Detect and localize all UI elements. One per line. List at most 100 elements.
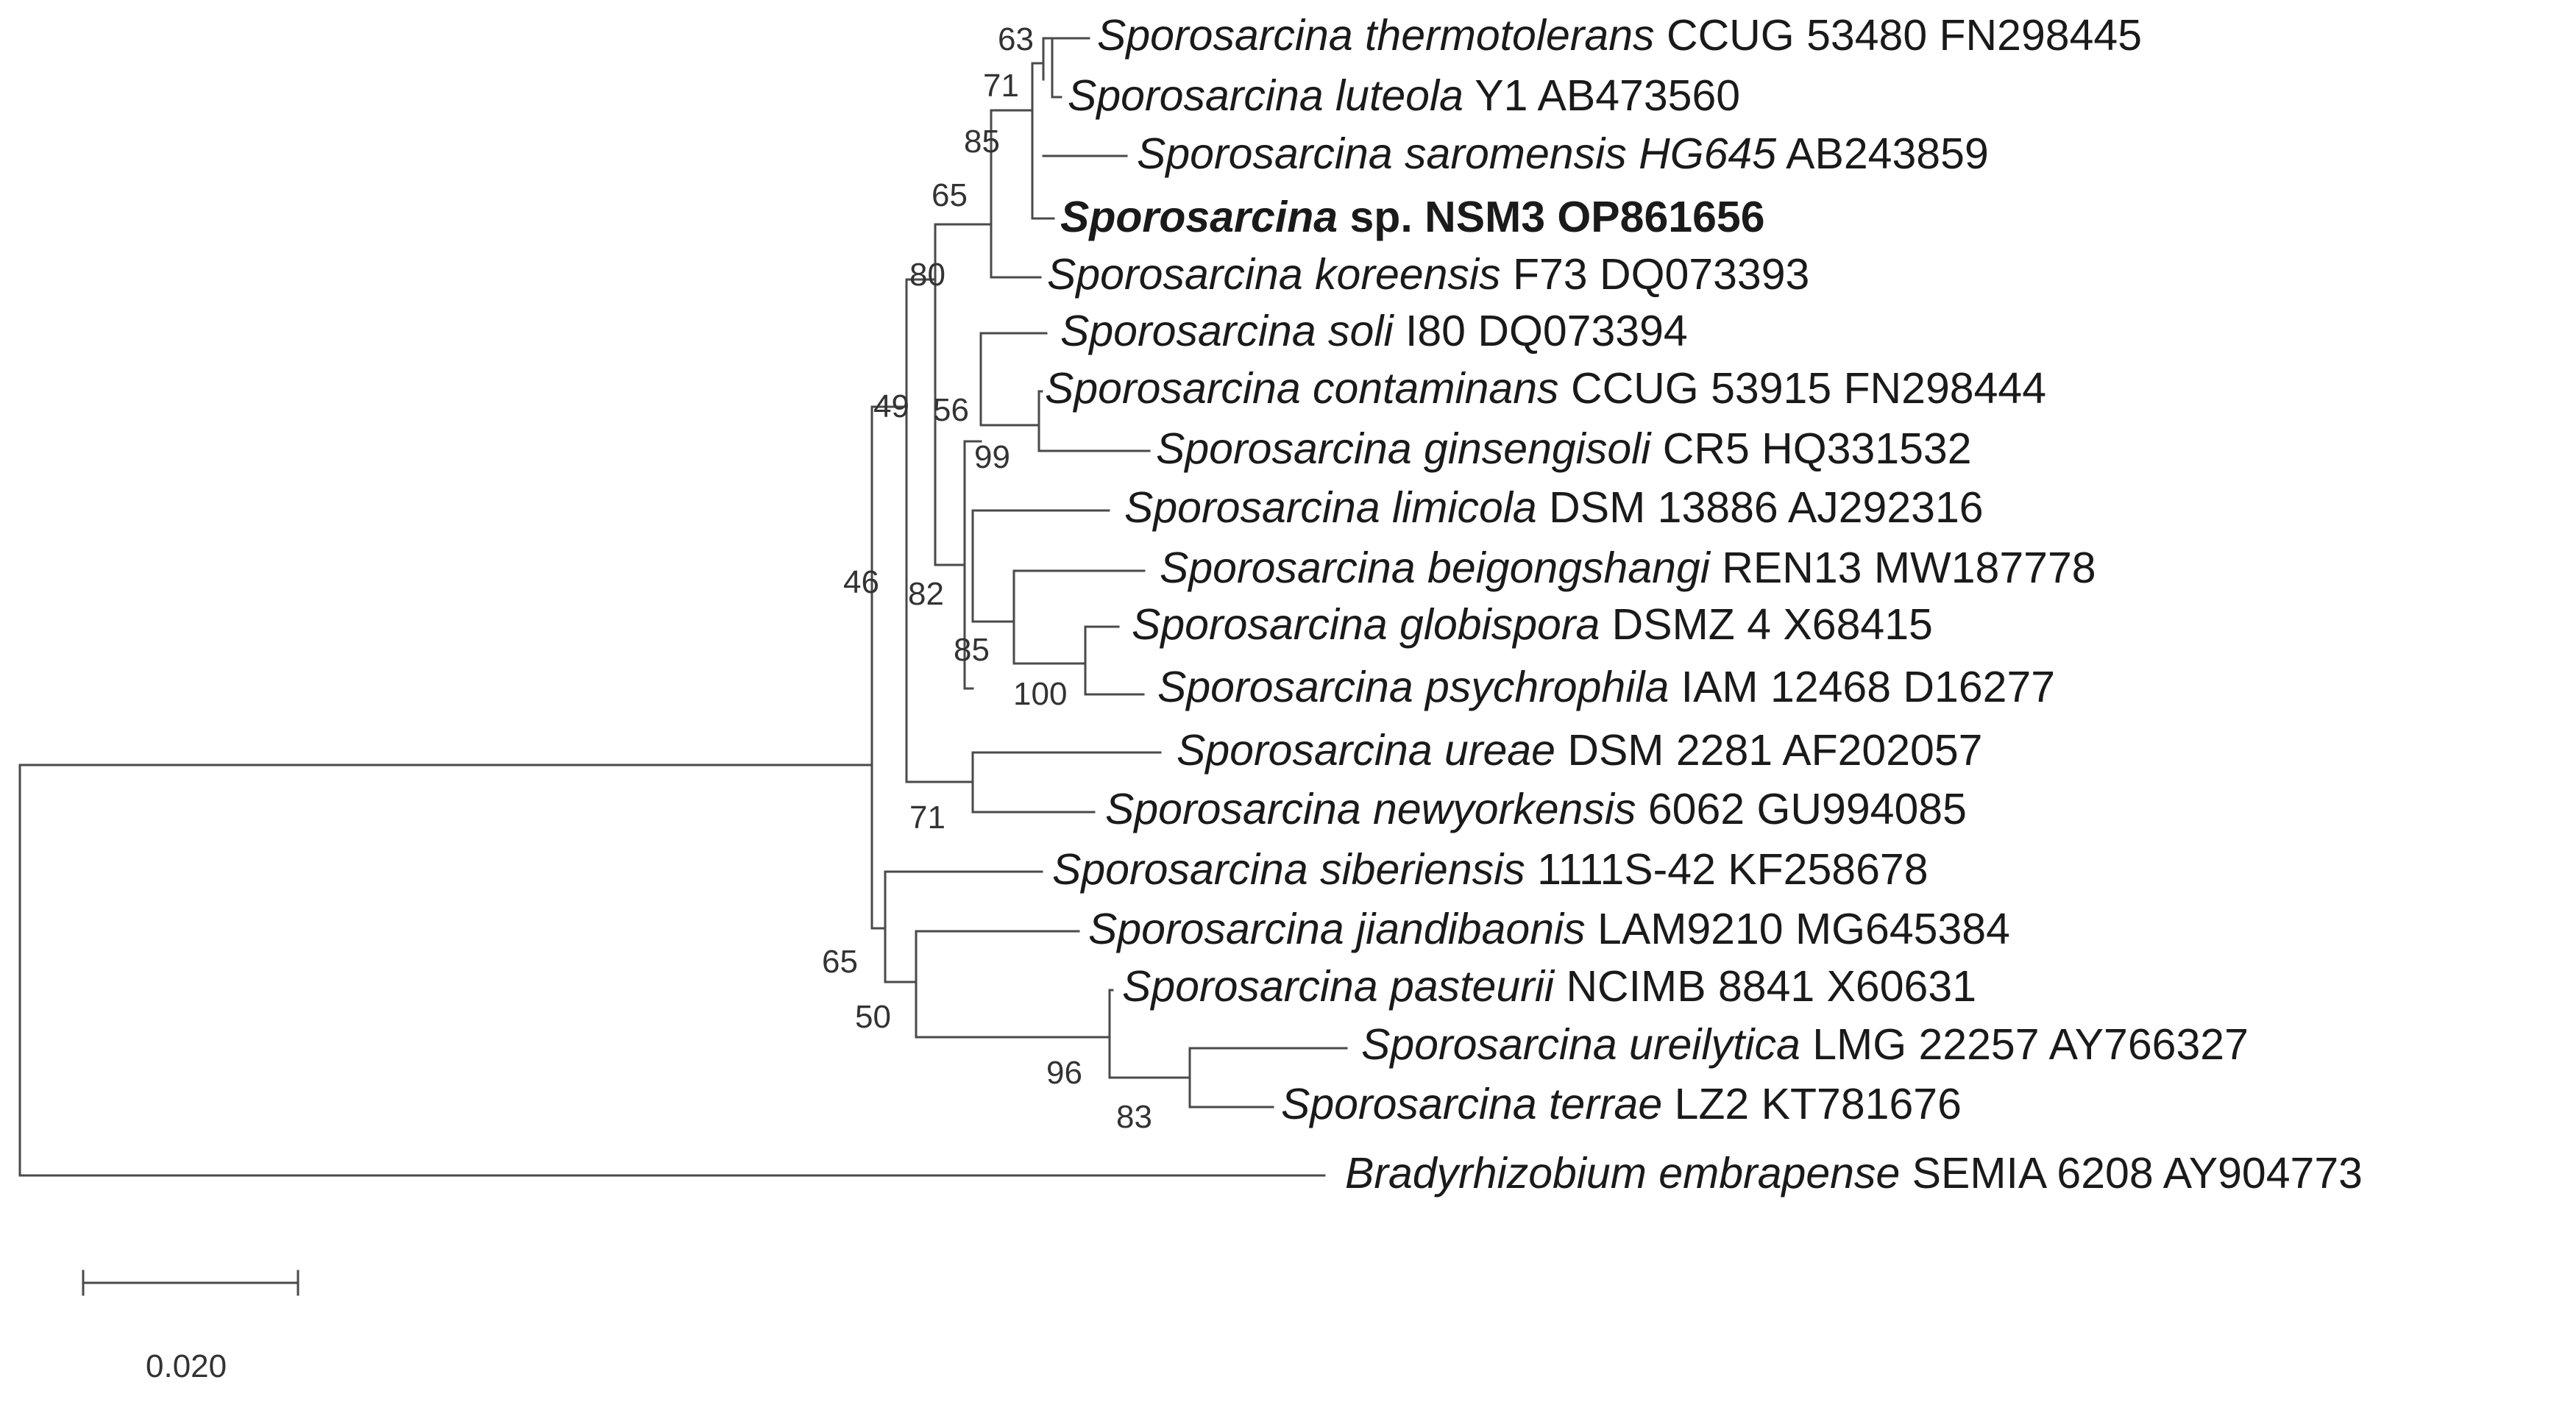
taxon-epithet: siberiensis [1308,845,1525,894]
taxon-label: Sporosarcina luteola Y1 AB473560 [1068,71,1740,120]
taxon-epithet: embrapense [1647,1149,1900,1198]
bootstrap-value: 99 [974,439,1010,475]
scale-bar: 0.020 [82,1270,299,1384]
bootstrap-value: 71 [983,68,1019,104]
taxon-epithet: saromensis HG645 [1393,129,1777,178]
taxon-strain-accession: Y1 AB473560 [1463,71,1740,120]
taxon-label: Sporosarcina ureae DSM 2281 AF202057 [1177,726,1983,775]
taxon-strain-accession: CCUG 53915 FN298444 [1559,364,2046,413]
taxon-strain-accession: DSM 13886 AJ292316 [1537,483,1984,532]
taxon-strain-accession: AB243859 [1776,129,1989,178]
bootstrap-value: 65 [932,177,968,213]
taxon-strain-accession: REN13 MW187778 [1710,544,2096,592]
taxon-label: Sporosarcina newyorkensis 6062 GU994085 [1105,785,1967,833]
taxon-strain-accession: LMG 22257 AY766327 [1800,1020,2249,1069]
taxon-epithet: ureae [1433,726,1555,775]
taxon-genus: Sporosarcina [1132,600,1388,649]
taxon-label: Sporosarcina limicola DSM 13886 AJ292316 [1124,483,1984,532]
taxon-epithet: contaminans [1301,364,1559,413]
bootstrap-value: 82 [908,576,944,612]
bootstrap-value: 83 [1116,1099,1152,1135]
taxon-strain-accession: LAM9210 MG645384 [1586,905,2010,953]
bootstrap-value: 85 [964,124,1000,160]
taxon-strain-accession: 1111S-42 KF258678 [1525,845,1929,894]
taxon-label: Sporosarcina soli I80 DQ073394 [1060,307,1688,355]
taxon-genus: Sporosarcina [1137,129,1393,178]
taxon-genus: Sporosarcina [1060,307,1316,355]
taxon-genus: Sporosarcina [1045,364,1301,413]
taxon-genus: Sporosarcina [1177,726,1433,775]
taxon-labels: Sporosarcina thermotolerans CCUG 53480 F… [1045,11,2363,1198]
bootstrap-value: 49 [873,388,909,424]
taxon-strain-accession: IAM 12468 D16277 [1669,663,2055,711]
taxon-genus: Sporosarcina [1052,845,1308,894]
taxon-strain-accession: CR5 HQ331532 [1650,424,1971,473]
tree-branches [18,37,1348,1177]
taxon-epithet: globispora [1388,600,1600,649]
taxon-strain-accession: NCIMB 8841 X60631 [1554,962,1976,1011]
taxon-epithet: limicola [1380,483,1537,532]
taxon-genus: Sporosarcina [1124,483,1380,532]
taxon-strain-accession: DSMZ 4 X68415 [1600,600,1933,649]
taxon-genus: Sporosarcina [1122,962,1378,1011]
taxon-genus: Sporosarcina [1060,193,1338,241]
taxon-genus: Sporosarcina [1160,544,1416,592]
taxon-genus: Sporosarcina [1105,785,1361,833]
taxon-epithet: psychrophila [1413,663,1670,711]
taxon-genus: Sporosarcina [1047,250,1303,299]
bootstrap-value: 56 [933,392,969,428]
taxon-epithet: koreensis [1303,250,1501,299]
taxon-genus: Sporosarcina [1361,1020,1617,1069]
taxon-label: Sporosarcina psychrophila IAM 12468 D162… [1157,663,2055,711]
taxon-genus: Sporosarcina [1097,11,1353,60]
taxon-strain-accession: F73 DQ073393 [1501,250,1810,299]
taxon-label: Sporosarcina globispora DSMZ 4 X68415 [1132,600,1933,649]
taxon-strain-accession: 6062 GU994085 [1636,785,1966,833]
taxon-strain-accession: DSM 2281 AF202057 [1555,726,1983,775]
taxon-genus: Sporosarcina [1088,905,1344,953]
taxon-label: Sporosarcina sp. NSM3 OP861656 [1060,193,1765,241]
taxon-epithet: terrae [1537,1080,1663,1128]
taxon-epithet: jiandibaonis [1344,905,1586,953]
taxon-label: Sporosarcina koreensis F73 DQ073393 [1047,250,1809,299]
taxon-epithet: soli [1316,307,1395,355]
taxon-label: Sporosarcina beigongshangi REN13 MW18777… [1160,544,2096,592]
taxon-strain-accession: I80 DQ073394 [1394,307,1688,355]
bootstrap-value: 50 [855,999,891,1035]
taxon-genus: Sporosarcina [1068,71,1324,120]
taxon-epithet: beigongshangi [1416,544,1711,592]
taxon-label: Sporosarcina jiandibaonis LAM9210 MG6453… [1088,905,2010,953]
taxon-strain-accession: sp. NSM3 OP861656 [1338,193,1764,241]
taxon-genus: Bradyrhizobium [1345,1149,1647,1198]
bootstrap-value: 46 [843,564,879,600]
taxon-epithet: pasteurii [1378,962,1555,1011]
bootstrap-value: 85 [954,632,990,668]
taxon-epithet: ginsengisoli [1412,424,1653,473]
taxon-epithet: thermotolerans [1353,11,1655,60]
taxon-strain-accession: LZ2 KT781676 [1662,1080,1962,1128]
scale-bar-label: 0.020 [146,1348,227,1384]
bootstrap-value: 80 [909,257,945,293]
taxon-label: Sporosarcina saromensis HG645 AB243859 [1137,129,1989,178]
taxon-strain-accession: SEMIA 6208 AY904773 [1900,1149,2363,1198]
taxon-epithet: ureilytica [1617,1020,1800,1069]
taxon-label: Bradyrhizobium embrapense SEMIA 6208 AY9… [1345,1149,2363,1198]
scale-bar-line [82,1270,299,1296]
taxon-label: Sporosarcina contaminans CCUG 53915 FN29… [1045,364,2046,413]
bootstrap-value: 63 [998,21,1034,57]
taxon-epithet: luteola [1324,71,1463,120]
taxon-label: Sporosarcina ginsengisoli CR5 HQ331532 [1156,424,1972,473]
taxon-label: Sporosarcina terrae LZ2 KT781676 [1281,1080,1962,1128]
taxon-genus: Sporosarcina [1156,424,1412,473]
bootstrap-value: 100 [1013,676,1067,712]
taxon-genus: Sporosarcina [1157,663,1413,711]
bootstrap-value: 96 [1046,1055,1082,1091]
taxon-label: Sporosarcina thermotolerans CCUG 53480 F… [1097,11,2142,60]
taxon-strain-accession: CCUG 53480 FN298445 [1655,11,2142,60]
taxon-epithet: newyorkensis [1361,785,1636,833]
bootstrap-value: 71 [909,800,945,836]
taxon-label: Sporosarcina ureilytica LMG 22257 AY7663… [1361,1020,2249,1069]
